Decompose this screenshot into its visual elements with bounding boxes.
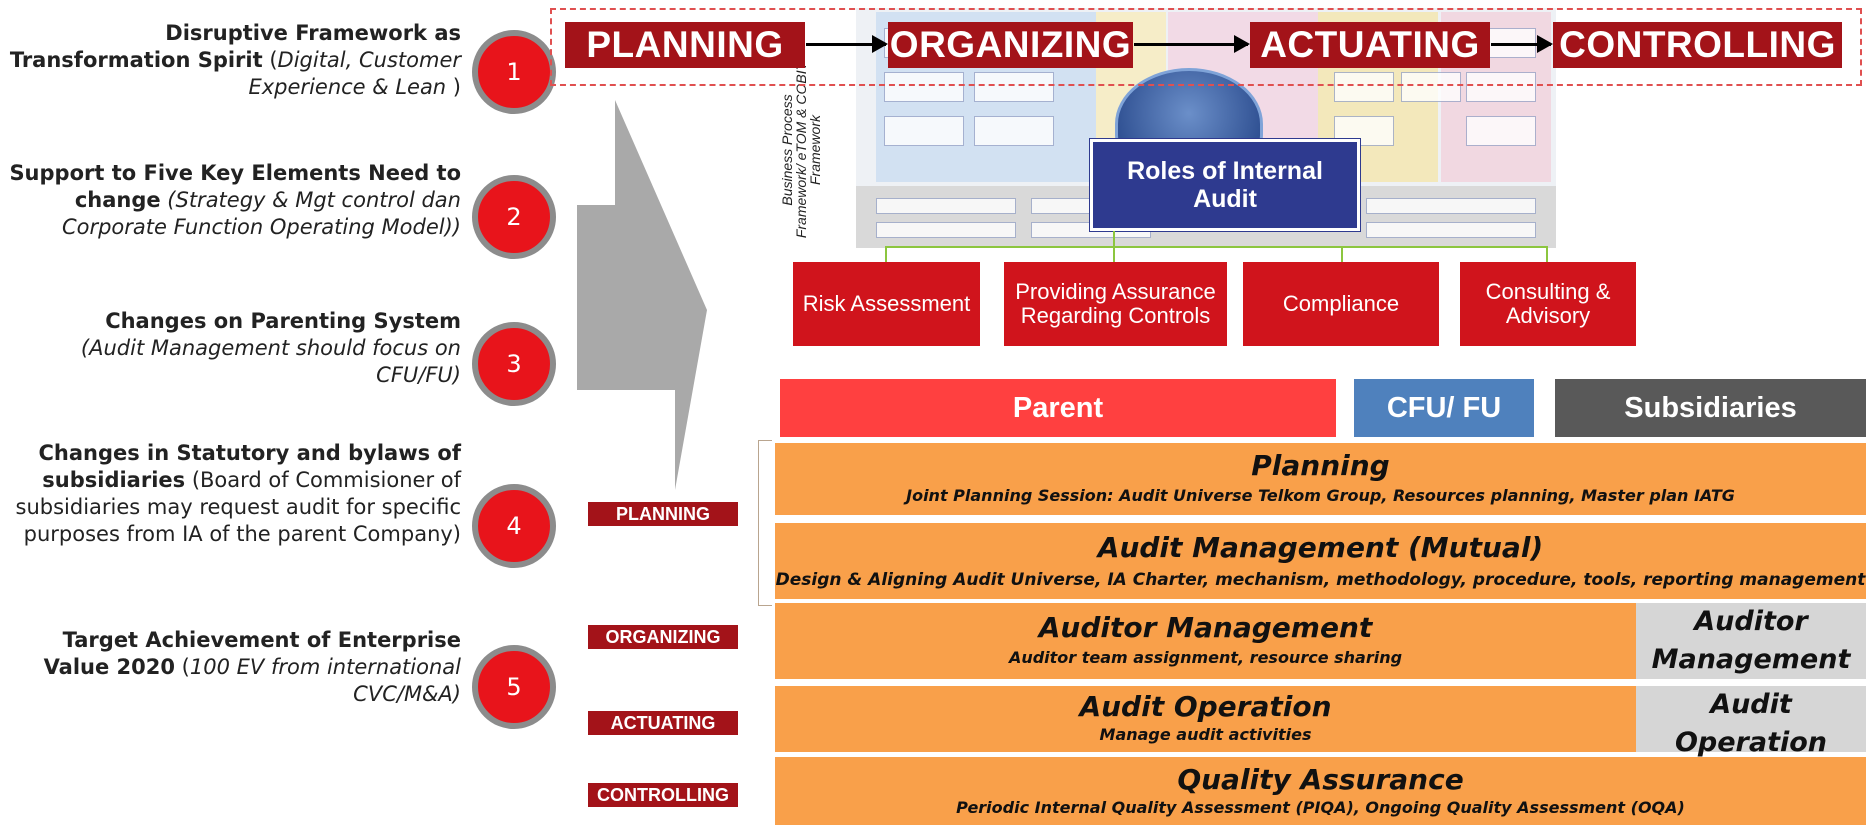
row-auditor-management: Auditor Management Auditor team assignme… [775,603,1636,679]
row-audit-operation-title: Audit Operation [1079,690,1332,723]
driver-2-badge: 2 [472,175,556,259]
driver-2-bold: Support to Five Key Elements Need to cha… [9,161,461,212]
driver-3-italic: (Audit Management should focus on CFU/FU… [80,336,461,387]
phase-label-planning: PLANNING [588,502,738,526]
driver-5-bold: Target Achievement of Enterprise Value 2… [43,628,461,679]
driver-1-tail: ) [446,75,461,99]
column-subsidiaries: Subsidiaries [1555,379,1866,437]
row-audit-management: Audit Management (Mutual) Design & Align… [775,523,1866,599]
phase-label-controlling: CONTROLLING [588,783,738,807]
row-audit-operation: Audit Operation Manage audit activities [775,686,1636,752]
row-quality-assurance-sub: Periodic Internal Quality Assessment (PI… [956,798,1685,817]
pdca-arrow-3 [1491,35,1553,53]
connector-1 [885,246,887,262]
driver-2-text: Support to Five Key Elements Need to cha… [0,160,461,241]
driver-1-rest: ( [262,48,278,72]
framework-side-label: Business Process Framework/ eTOM & COBIT… [779,61,823,239]
connector-4 [1546,246,1548,262]
row-planning-sub: Joint Planning Session: Audit Universe T… [906,486,1735,505]
roles-of-internal-audit-box: Roles of Internal Audit [1089,138,1361,232]
row-auditor-management-sub: Auditor team assignment, resource sharin… [1008,648,1403,667]
driver-4-rest: (Board of Commisioner of subsidiaries ma… [15,468,461,546]
pdca-arrow-1 [806,35,888,53]
connector-2 [1113,231,1115,262]
driver-5-rest: ( [175,655,190,679]
planning-bracket [758,440,772,606]
driver-5-badge: 5 [472,645,556,729]
row-planning-title: Planning [1251,449,1390,482]
driver-5-italic: 100 EV from international CVC/M&A) [189,655,461,706]
driver-3-bold: Changes on Parenting System [105,309,461,333]
driver-3-badge: 3 [472,322,556,406]
row-audit-operation-sub: Manage audit activities [1099,725,1312,744]
row-quality-assurance: Quality Assurance Periodic Internal Qual… [775,757,1866,825]
role-consulting-advisory: Consulting & Advisory [1460,262,1636,346]
column-parent: Parent [780,379,1336,437]
driver-1-bold: Disruptive Framework as Transformation S… [9,21,461,72]
driver-1-text: Disruptive Framework as Transformation S… [0,20,461,101]
role-risk-assessment: Risk Assessment [793,262,980,346]
phase-label-actuating: ACTUATING [588,711,738,735]
subsidiary-auditor-management: Auditor Management [1636,603,1866,679]
row-audit-management-sub: Design & Aligning Audit Universe, IA Cha… [775,570,1866,590]
pdca-planning: PLANNING [565,22,805,68]
big-chevron-arrow [577,100,707,490]
connector-horizontal [885,246,1548,248]
role-compliance: Compliance [1243,262,1439,346]
connector-3 [1341,246,1343,262]
driver-5-text: Target Achievement of Enterprise Value 2… [0,627,461,708]
pdca-actuating: ACTUATING [1250,22,1490,68]
driver-3-text: Changes on Parenting System (Audit Manage… [0,308,461,389]
pdca-organizing: ORGANIZING [888,22,1133,68]
driver-2-italic: (Strategy & Mgt control dan Corporate Fu… [61,188,461,239]
subsidiary-audit-operation: Audit Operation [1636,686,1866,758]
row-audit-management-title: Audit Management (Mutual) [1097,531,1544,564]
row-planning: Planning Joint Planning Session: Audit U… [775,443,1866,515]
pdca-controlling: CONTROLLING [1553,22,1842,68]
pdca-arrow-2 [1134,35,1250,53]
row-quality-assurance-title: Quality Assurance [1177,763,1464,796]
driver-1-badge: 1 [472,30,556,114]
driver-4-badge: 4 [472,484,556,568]
pdca-dashed-frame [550,8,1862,86]
role-providing-assurance: Providing Assurance Regarding Controls [1004,262,1227,346]
driver-1-italic: Digital, Customer Experience & Lean [248,48,461,99]
phase-label-organizing: ORGANIZING [588,625,738,649]
row-auditor-management-title: Auditor Management [1038,611,1373,644]
driver-4-text: Changes in Statutory and bylaws of subsi… [0,440,461,548]
driver-4-bold: Changes in Statutory and bylaws of subsi… [38,441,461,492]
column-cfu-fu: CFU/ FU [1354,379,1534,437]
